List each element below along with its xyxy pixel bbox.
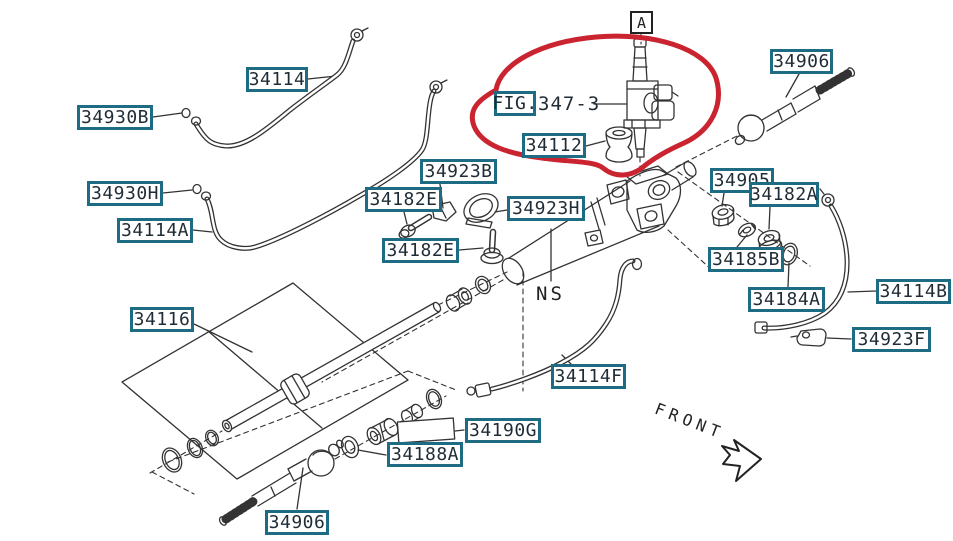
nut-34905-drawing	[711, 204, 735, 227]
washer-34185b-drawing	[737, 222, 757, 238]
tie-rod-34906-top-drawing	[734, 67, 856, 146]
part-label-34114[interactable]: 34114	[246, 67, 308, 92]
valve-assembly-drawing	[623, 38, 679, 158]
part-label-34923f[interactable]: 34923F	[852, 327, 931, 352]
clip-34923f-drawing	[790, 328, 827, 347]
rack-guide-34190g-drawing	[396, 417, 456, 444]
part-label-34188a[interactable]: 34188A	[387, 442, 463, 467]
figure-ref-box[interactable]: FIG.	[492, 91, 538, 116]
part-label-34930b[interactable]: 34930B	[77, 105, 153, 130]
bushing-34112-drawing	[605, 126, 633, 163]
pipe-34114-drawing	[190, 27, 369, 149]
grommet-34930h-drawing	[192, 183, 202, 195]
part-label-34182a[interactable]: 34182A	[749, 182, 819, 207]
part-label-34930h[interactable]: 34930H	[87, 181, 163, 206]
part-label-34182e-lower[interactable]: 34182E	[382, 238, 459, 263]
part-label-34114b[interactable]: 34114B	[876, 279, 951, 304]
clamp-34923h-drawing	[463, 193, 499, 229]
bolt-34182e-lower-drawing	[480, 228, 504, 265]
part-label-34185b[interactable]: 34185B	[708, 247, 784, 272]
rack-housing-drawing	[501, 161, 697, 286]
part-label-34923h[interactable]: 34923H	[507, 196, 585, 221]
part-label-34114f[interactable]: 34114F	[551, 364, 626, 389]
pipe-34114b-drawing	[754, 188, 850, 334]
front-arrow	[721, 439, 762, 482]
part-label-34184a[interactable]: 34184A	[748, 287, 825, 312]
part-label-34923b[interactable]: 34923B	[420, 159, 497, 184]
part-label-34906-bottom[interactable]: 34906	[265, 510, 329, 535]
part-label-34190g[interactable]: 34190G	[465, 418, 541, 443]
bolt-34182e-upper-drawing	[398, 213, 433, 239]
pipe-34114f-drawing	[466, 257, 643, 398]
figure-ref-number: 347-3	[538, 93, 601, 115]
part-label-34182e-upper[interactable]: 34182E	[365, 187, 442, 212]
grommet-34930b-drawing	[181, 107, 191, 119]
washer-34188a-drawing	[340, 435, 360, 459]
part-label-34906-top[interactable]: 34906	[770, 49, 833, 74]
view-marker-a: A	[630, 11, 653, 34]
part-label-34112[interactable]: 34112	[522, 133, 586, 158]
boot-rings-drawing	[161, 429, 220, 473]
part-label-34114a[interactable]: 34114A	[117, 218, 193, 243]
tie-rod-34906-bottom-drawing	[218, 439, 344, 526]
ns-marker: NS	[536, 283, 565, 305]
part-label-34116[interactable]: 34116	[130, 307, 194, 332]
rack-bar-drawing	[221, 301, 442, 433]
highlight-ellipse	[469, 33, 721, 178]
pipe-34114a-drawing	[200, 79, 448, 251]
